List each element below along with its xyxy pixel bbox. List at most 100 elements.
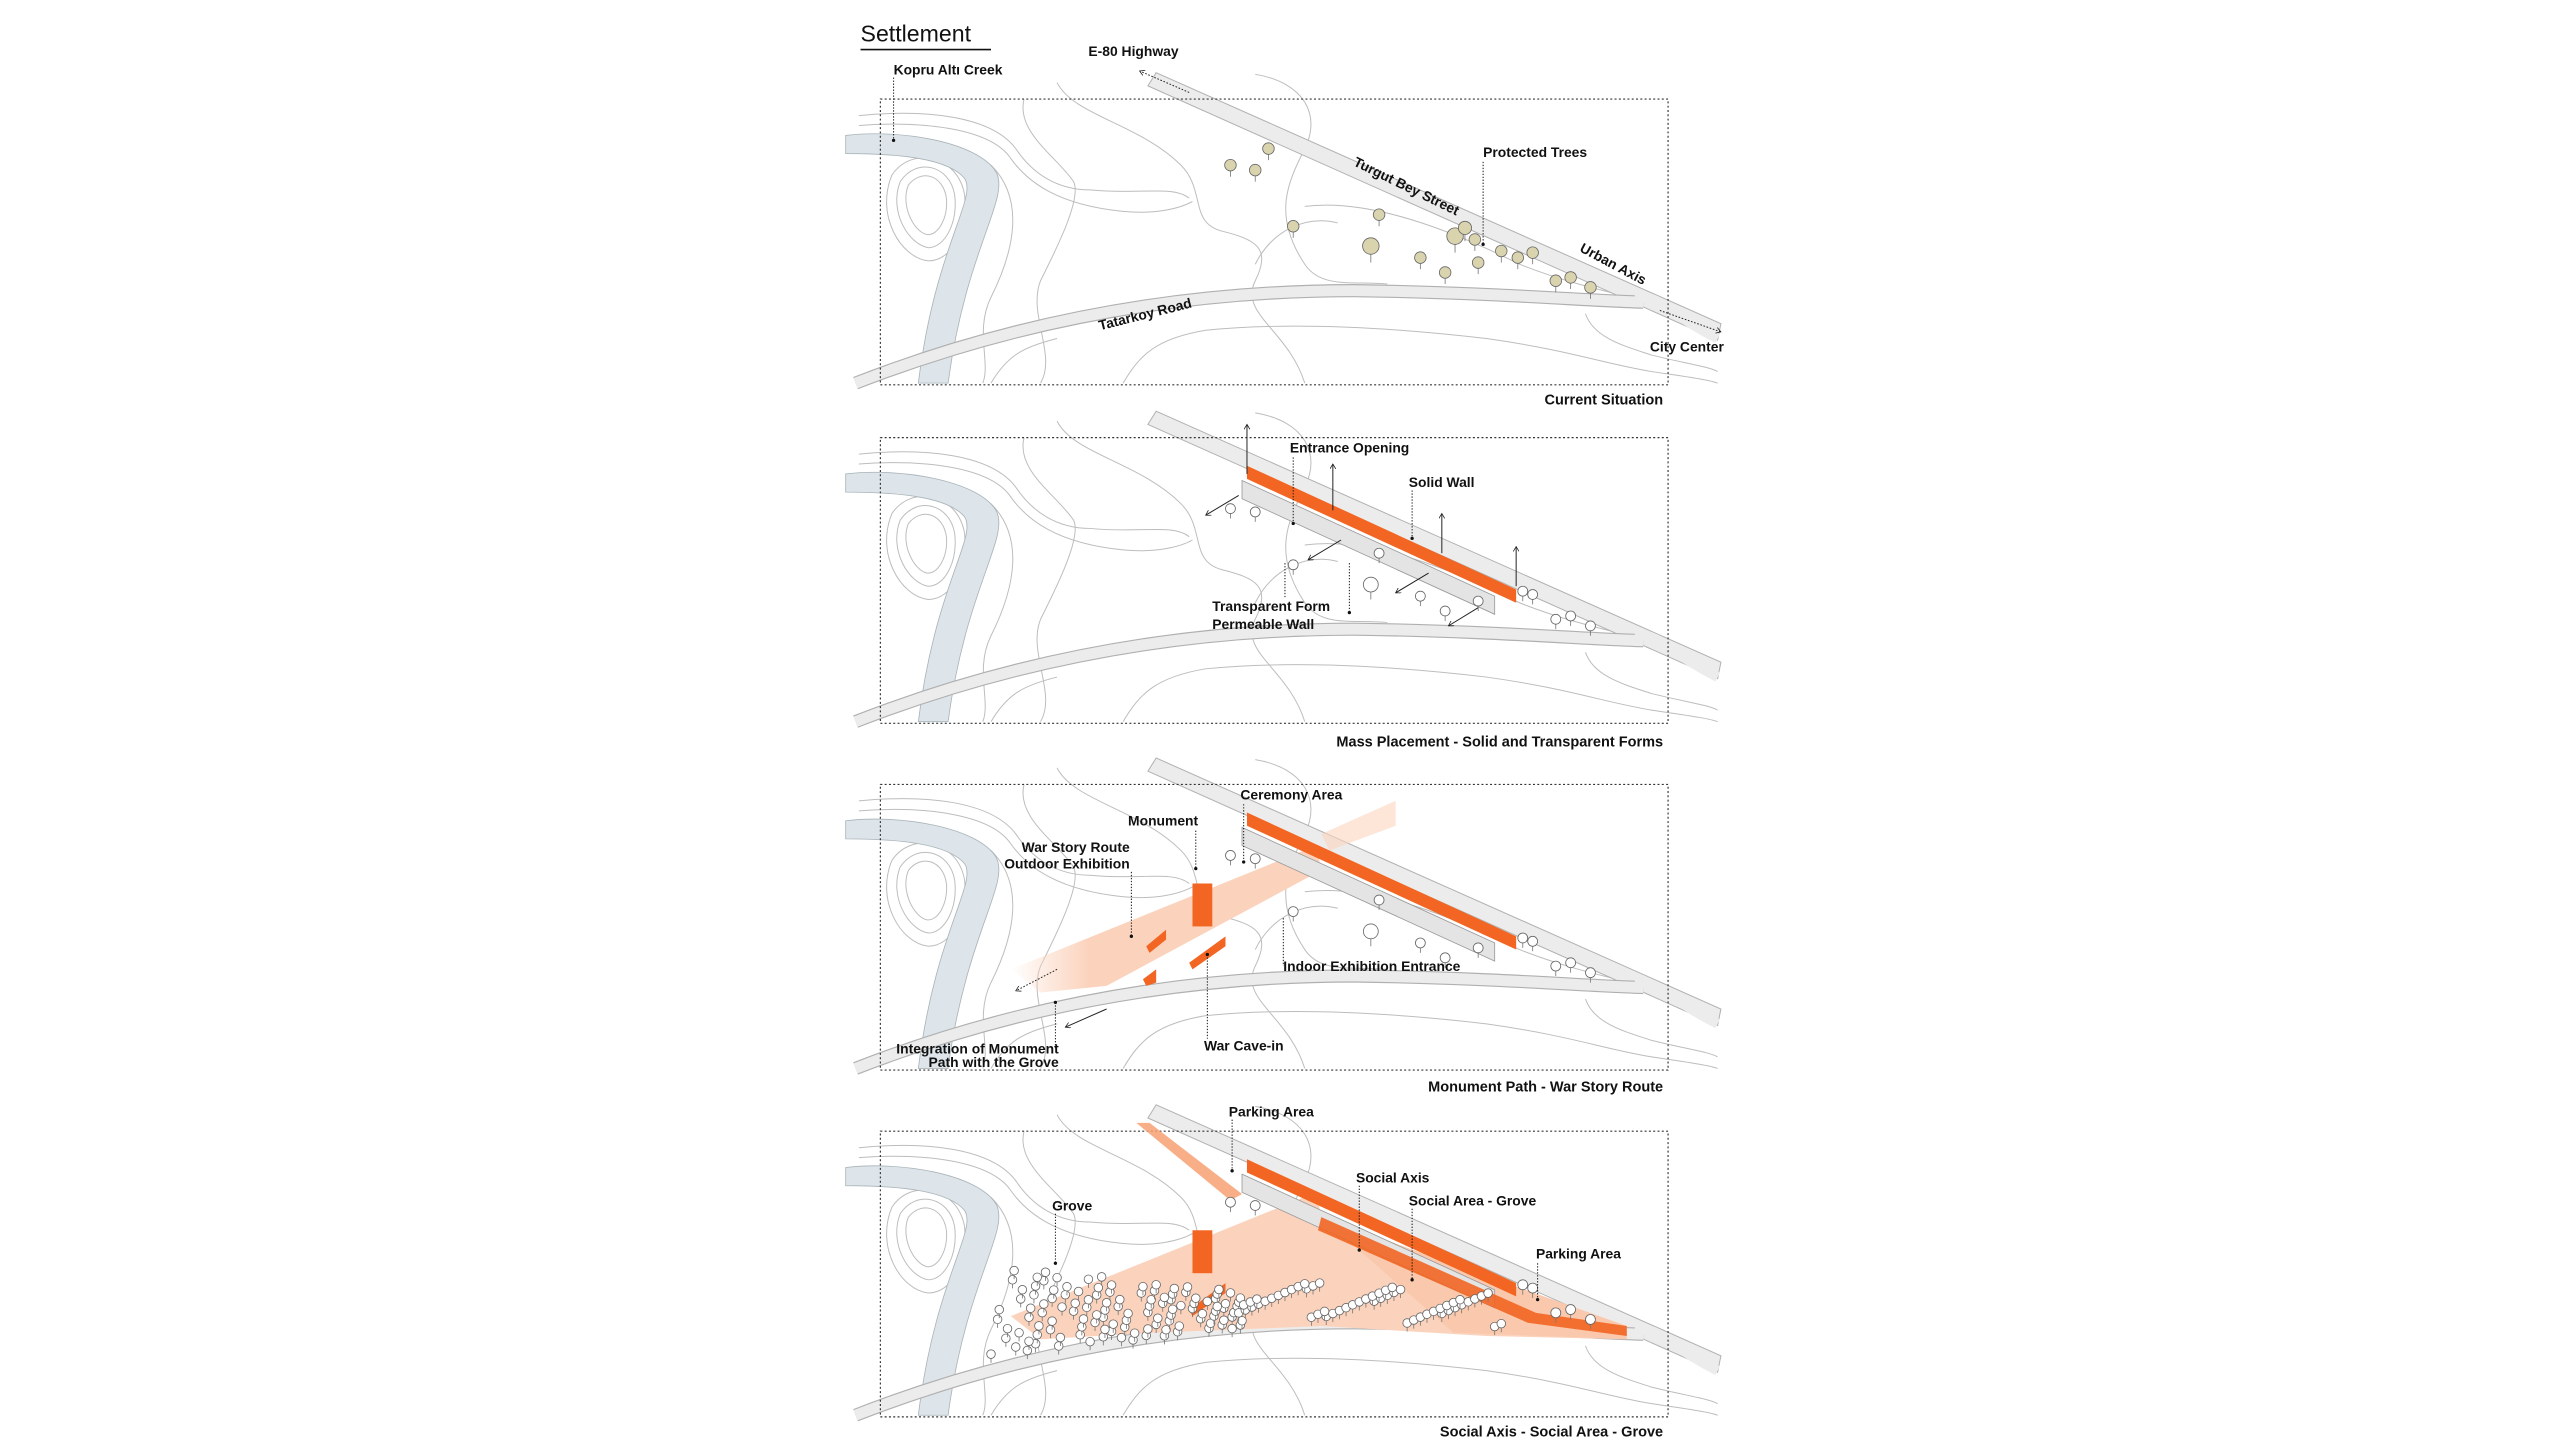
tree-icon [1225, 1288, 1236, 1302]
trees [1225, 850, 1596, 983]
tree-icon [1052, 1272, 1062, 1287]
tree-icon [1457, 220, 1472, 242]
tree-icon [1016, 1294, 1026, 1308]
tree-icon [1032, 1272, 1042, 1286]
tree-icon [1362, 576, 1379, 600]
tree-icon [1319, 1306, 1330, 1320]
caption-monument-path: Monument Path - War Story Route [1428, 1080, 1663, 1096]
tree-icon [1237, 1316, 1247, 1330]
tree-icon [1472, 942, 1484, 958]
label-integration-2: Path with the Grove [929, 1054, 1059, 1070]
exhibition-piece [1146, 929, 1167, 953]
tree-icon [1153, 1313, 1163, 1327]
tree-icon [1249, 853, 1261, 869]
tree-icon [1455, 1294, 1465, 1309]
tree-icon [1225, 850, 1236, 866]
tree-icon [1439, 605, 1451, 621]
tree-icon [1049, 1285, 1059, 1299]
tree-icon [1057, 1302, 1067, 1316]
label-city-center: City Center [1650, 339, 1725, 355]
tree-icon [1439, 952, 1451, 968]
tree-icon [1584, 281, 1597, 299]
tree-icon [1517, 1279, 1529, 1295]
tree-icon [1062, 1282, 1072, 1296]
ceremony-glow [1321, 800, 1396, 851]
tree-icon [1123, 1308, 1133, 1323]
tree-icon [1585, 967, 1596, 983]
tree-icon [1167, 1304, 1178, 1318]
tree-icon [1225, 503, 1236, 519]
tree-icon [1468, 233, 1482, 252]
tree-icon [1212, 1301, 1222, 1316]
tree-icon [1249, 163, 1262, 182]
label-social-area-grove: Social Area - Grove [1409, 1193, 1537, 1209]
tree-icon [1191, 1293, 1201, 1307]
label-creek: Kopru Altı Creek [894, 61, 1003, 77]
tree-icon [1511, 251, 1524, 270]
label-ceremony-area: Ceremony Area [1240, 786, 1342, 802]
tree-icon [1249, 1200, 1261, 1216]
tree-icon [1037, 1307, 1047, 1322]
tree-icon [1083, 1294, 1094, 1309]
tree-icon [1373, 894, 1385, 910]
opening-arrows [1206, 424, 1516, 627]
tree-icon [992, 1314, 1003, 1328]
tree-icon [1550, 960, 1562, 976]
tree-icon [1550, 613, 1562, 630]
tree-icon [1143, 1324, 1153, 1338]
tree-icon [1040, 1267, 1051, 1281]
tree-icon [1314, 1278, 1325, 1292]
tree-icon [994, 1304, 1004, 1319]
transparent-form [1241, 826, 1496, 962]
panel-monument-path: Ceremony Area Monument War Story Route O… [846, 758, 1721, 1096]
tree-icon [1176, 1300, 1186, 1315]
tree-icon [1526, 246, 1539, 265]
label-transparent-form: Transparent Form [1212, 598, 1330, 614]
tree-icon [1060, 1290, 1071, 1304]
tree-icon [1182, 1282, 1193, 1296]
tree-icon [1159, 1292, 1170, 1306]
grove-trees [986, 1196, 1596, 1363]
tree-icon [1091, 1310, 1102, 1324]
tree-icon [1472, 595, 1484, 612]
tree-icon [1202, 1296, 1213, 1310]
tree-icon [1169, 1283, 1180, 1298]
tree-icon [1146, 1295, 1156, 1309]
tree-icon [1014, 1328, 1024, 1342]
ceremony-wall [1246, 812, 1517, 950]
tree-icon [1300, 1279, 1310, 1293]
tree-icon [1585, 1314, 1596, 1330]
label-highway: E-80 Highway [1088, 43, 1178, 59]
tree-icon [1055, 1332, 1066, 1347]
panel-current-situation: Kopru Altı Creek E-80 Highway Turgut Bey… [846, 43, 1725, 409]
trees [1225, 503, 1596, 636]
diagram-title: Settlement [861, 20, 972, 46]
label-war-cave-in: War Cave-in [1204, 1037, 1284, 1053]
label-permeable-wall: Permeable Wall [1212, 616, 1314, 632]
tree-icon [1024, 1312, 1034, 1326]
label-protected-trees: Protected Trees [1483, 144, 1587, 160]
monument-path [1010, 845, 1322, 993]
exhibition-piece [1142, 969, 1157, 986]
panel-social-axis: Parking Area Social Axis Social Area - G… [846, 1103, 1721, 1440]
tree-icon [1078, 1314, 1089, 1328]
tree-icon [1029, 1290, 1039, 1304]
tree-icon [1034, 1321, 1044, 1335]
tree-icon [1220, 1298, 1231, 1313]
tree-icon [1115, 1294, 1125, 1309]
tree-icon [1438, 266, 1452, 285]
label-parking-area-2: Parking Area [1536, 1245, 1621, 1261]
tree-icon [1001, 1333, 1011, 1347]
label-parking-area-1: Parking Area [1229, 1103, 1314, 1119]
tree-icon [1373, 547, 1385, 564]
tree-icon [1415, 937, 1426, 953]
tree-icon [1093, 1282, 1104, 1297]
label-solid-wall: Solid Wall [1409, 474, 1475, 490]
tree-icon [1387, 1282, 1398, 1296]
label-war-story-route: War Story Route [1022, 839, 1130, 855]
tree-icon [1471, 256, 1485, 275]
tree-icon [1138, 1281, 1148, 1296]
tree-icon [1101, 1298, 1112, 1312]
tree-icon [1091, 1290, 1102, 1304]
tree-icon [1197, 1309, 1208, 1323]
